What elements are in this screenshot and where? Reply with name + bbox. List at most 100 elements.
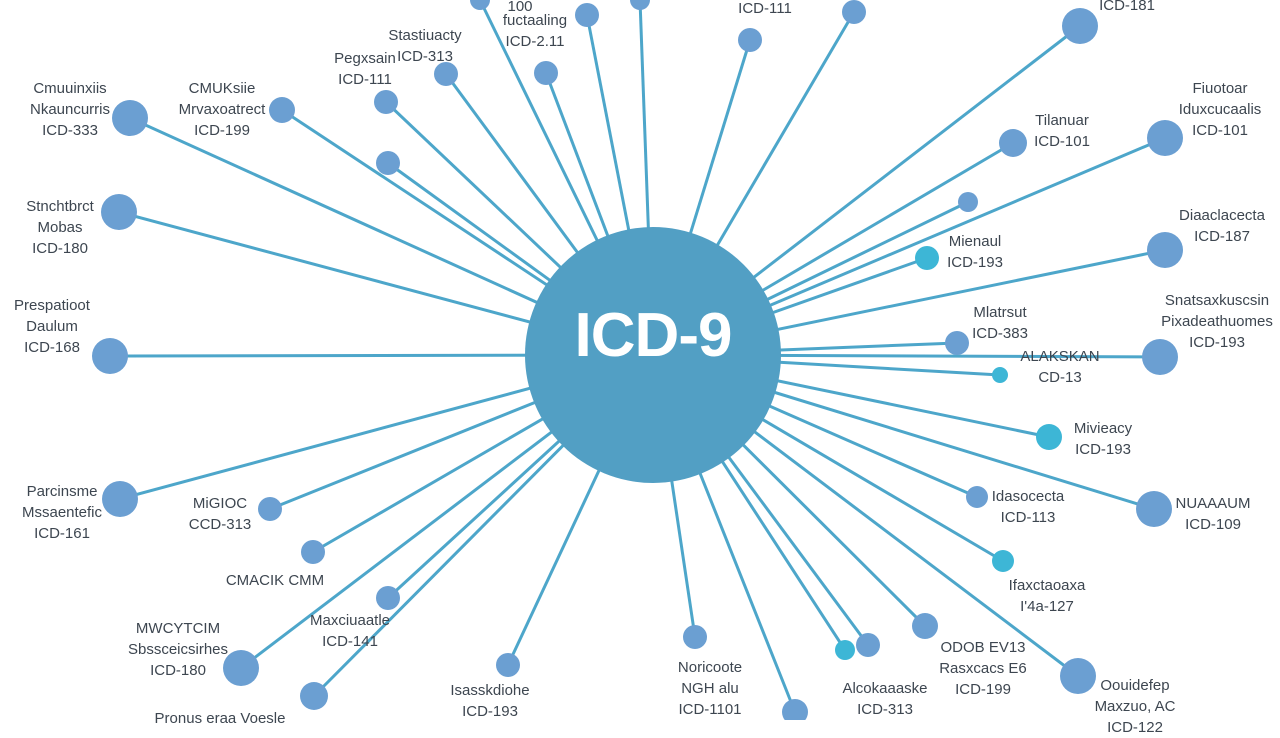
- node[interactable]: [1136, 491, 1172, 527]
- node-label-line: ICD-199: [955, 681, 1011, 698]
- node[interactable]: [1062, 8, 1098, 44]
- node[interactable]: [1142, 339, 1178, 375]
- node-label-line: Mlatrsut: [973, 304, 1027, 321]
- node[interactable]: [912, 613, 938, 639]
- node-label-line: ICD-180: [32, 240, 88, 257]
- node[interactable]: [842, 0, 866, 24]
- node[interactable]: [301, 540, 325, 564]
- node-label: CMACIK CMM: [226, 570, 324, 591]
- node[interactable]: [992, 550, 1014, 572]
- node[interactable]: [575, 3, 599, 27]
- node-label-line: Daulum: [26, 318, 78, 335]
- node[interactable]: [534, 61, 558, 85]
- node[interactable]: [683, 625, 707, 649]
- node[interactable]: [992, 367, 1008, 383]
- node-label-line: ICD-111: [738, 0, 792, 17]
- node[interactable]: [1147, 120, 1183, 156]
- node[interactable]: [958, 192, 978, 212]
- node-label-line: ICD-199: [194, 122, 250, 139]
- node-label-line: Tilanuar: [1035, 112, 1089, 129]
- node[interactable]: [112, 100, 148, 136]
- hub-title: ICD-9: [574, 301, 733, 370]
- node-label-line: Maxciuaatle: [309, 612, 391, 629]
- node-label-line: Mienaul: [948, 233, 1002, 250]
- node-label-line: ICD-193: [947, 254, 1003, 271]
- node-label-line: MiGIOC: [192, 495, 248, 512]
- node-label-line: ICD-193: [462, 703, 518, 720]
- node[interactable]: [300, 682, 328, 710]
- node-label-line: Sbssceicsirhes: [127, 641, 229, 658]
- node[interactable]: [630, 0, 650, 10]
- node-label: Pronus eraa Voesle: [155, 708, 286, 729]
- node-label-line: CCD-313: [188, 516, 252, 533]
- node-label-line: ICD-122: [1107, 719, 1163, 736]
- nodes: [92, 0, 1183, 720]
- node[interactable]: [915, 246, 939, 270]
- node-label-line: Noricoote: [677, 659, 743, 676]
- node[interactable]: [1036, 424, 1062, 450]
- node[interactable]: [470, 0, 490, 10]
- node-label-line: ICD-168: [24, 339, 80, 356]
- node-label: ICD-181: [1099, 0, 1155, 16]
- node-label-line: ALAKSKAN: [1020, 348, 1100, 365]
- node[interactable]: [966, 486, 988, 508]
- node-label-line: Fiuotoar: [1192, 80, 1248, 97]
- node-label: MiGIOC CCD-313: [189, 493, 252, 535]
- node-label: 100: [507, 0, 532, 17]
- node-label-line: ICD-111: [338, 71, 392, 88]
- node-label-line: Mivieacy: [1073, 420, 1133, 437]
- node[interactable]: [434, 62, 458, 86]
- node-label-line: ODOB EV13: [940, 639, 1026, 656]
- node-label-line: NUAAAUM: [1175, 495, 1251, 512]
- node[interactable]: [1147, 232, 1183, 268]
- node-label: ICD-111: [738, 0, 792, 19]
- node-label-line: ICD-333: [42, 122, 98, 139]
- node[interactable]: [374, 90, 398, 114]
- node-label-line: ICD-187: [1194, 228, 1250, 245]
- node[interactable]: [856, 633, 880, 657]
- node-label-line: Nkauncurris: [29, 101, 111, 118]
- node[interactable]: [101, 194, 137, 230]
- node-label-line: ICD-193: [1075, 441, 1131, 458]
- node-label-line: ICD-101: [1192, 122, 1248, 139]
- node[interactable]: [92, 338, 128, 374]
- node[interactable]: [223, 650, 259, 686]
- node[interactable]: [738, 28, 762, 52]
- node-label-line: Oouidefep: [1100, 677, 1170, 694]
- node[interactable]: [1060, 658, 1096, 694]
- node-label-line: ICD-193: [1189, 334, 1245, 351]
- node-label-line: ICD-2.11: [505, 33, 565, 50]
- hub-node[interactable]: [525, 227, 781, 483]
- node-label-line: MWCYTCIM: [135, 620, 221, 637]
- node-label-line: ICD-101: [1034, 133, 1090, 150]
- node-label-line: Stastiuacty: [388, 27, 462, 44]
- node[interactable]: [496, 653, 520, 677]
- node[interactable]: [835, 640, 855, 660]
- node-label-line: Ifaxctaoaxa: [1008, 577, 1086, 594]
- node[interactable]: [999, 129, 1027, 157]
- node[interactable]: [376, 586, 400, 610]
- node[interactable]: [376, 151, 400, 175]
- node[interactable]: [258, 497, 282, 521]
- node[interactable]: [782, 699, 808, 720]
- node[interactable]: [102, 481, 138, 517]
- node-label-line: fuctaaling: [502, 12, 568, 29]
- node[interactable]: [269, 97, 295, 123]
- node[interactable]: [945, 331, 969, 355]
- node-label-line: Parcinsme: [26, 483, 98, 500]
